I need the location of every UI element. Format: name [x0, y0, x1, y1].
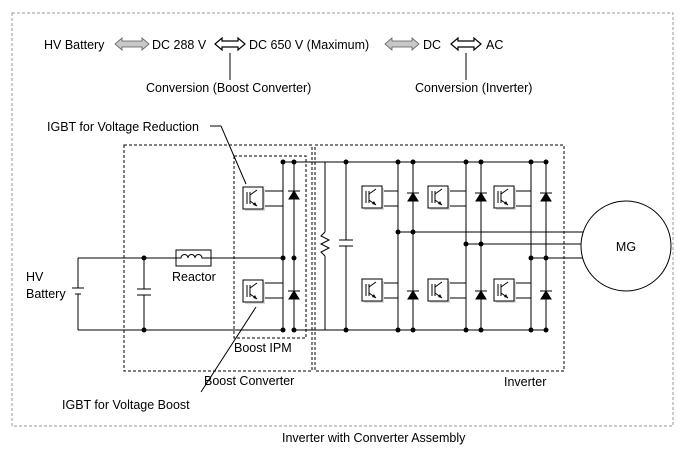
diode-inverter-w-lower [539, 290, 553, 300]
igbt-inverter-w-upper [493, 185, 517, 211]
igbt-inverter-u-upper [361, 185, 385, 211]
flow-dc-288: DC 288 V [152, 38, 207, 52]
conversion-inverter-label: Conversion (Inverter) [415, 81, 532, 95]
reactor-label: Reactor [172, 270, 216, 284]
igbt-reduction-label: IGBT for Voltage Reduction [47, 120, 199, 134]
conversion-boost-label: Conversion (Boost Converter) [146, 81, 311, 95]
flow-hv-battery: HV Battery [44, 38, 105, 52]
diode-inverter-v-lower [474, 290, 488, 300]
inverter-label: Inverter [504, 375, 546, 389]
motor-generator-circle [580, 200, 672, 292]
boost-converter-label: Boost Converter [204, 374, 294, 388]
igbt-inverter-v-upper [427, 185, 451, 211]
igbt-inverter-w-lower [493, 278, 517, 304]
boost-ipm-box [233, 155, 307, 339]
igbt-inverter-u-lower [361, 278, 385, 304]
double-arrow-icon [450, 36, 482, 52]
diode-inverter-v-upper [474, 192, 488, 202]
boost-ipm-label: Boost IPM [234, 341, 292, 355]
diode-inverter-u-upper [406, 192, 420, 202]
mg-label: MG [616, 240, 636, 254]
igbt-inverter-v-lower [427, 278, 451, 304]
diode-lower [287, 290, 301, 300]
assembly-outline [11, 12, 674, 427]
hv-battery-symbol [72, 258, 84, 330]
igbt-boost-leader [200, 306, 257, 393]
diode-inverter-w-upper [539, 192, 553, 202]
double-arrow-icon [384, 37, 420, 51]
igbt-upper [242, 186, 266, 212]
flow-dc-650: DC 650 V (Maximum) [249, 38, 369, 52]
double-arrow-icon [114, 37, 150, 51]
igbt-lower [242, 279, 266, 305]
hv-label: HV [26, 270, 44, 284]
assembly-label: Inverter with Converter Assembly [282, 431, 466, 445]
diode-upper [287, 190, 301, 200]
discharge-resistor [319, 162, 331, 330]
battery-label: Battery [26, 287, 66, 301]
reactor-symbol [170, 249, 218, 267]
input-capacitor [137, 258, 151, 330]
flow-ac: AC [486, 38, 503, 52]
smoothing-capacitor [339, 162, 353, 330]
diode-inverter-u-lower [406, 290, 420, 300]
inverter-box [314, 144, 565, 372]
double-arrow-icon [214, 36, 246, 52]
flow-dc: DC [423, 38, 441, 52]
igbt-boost-label: IGBT for Voltage Boost [62, 398, 190, 412]
